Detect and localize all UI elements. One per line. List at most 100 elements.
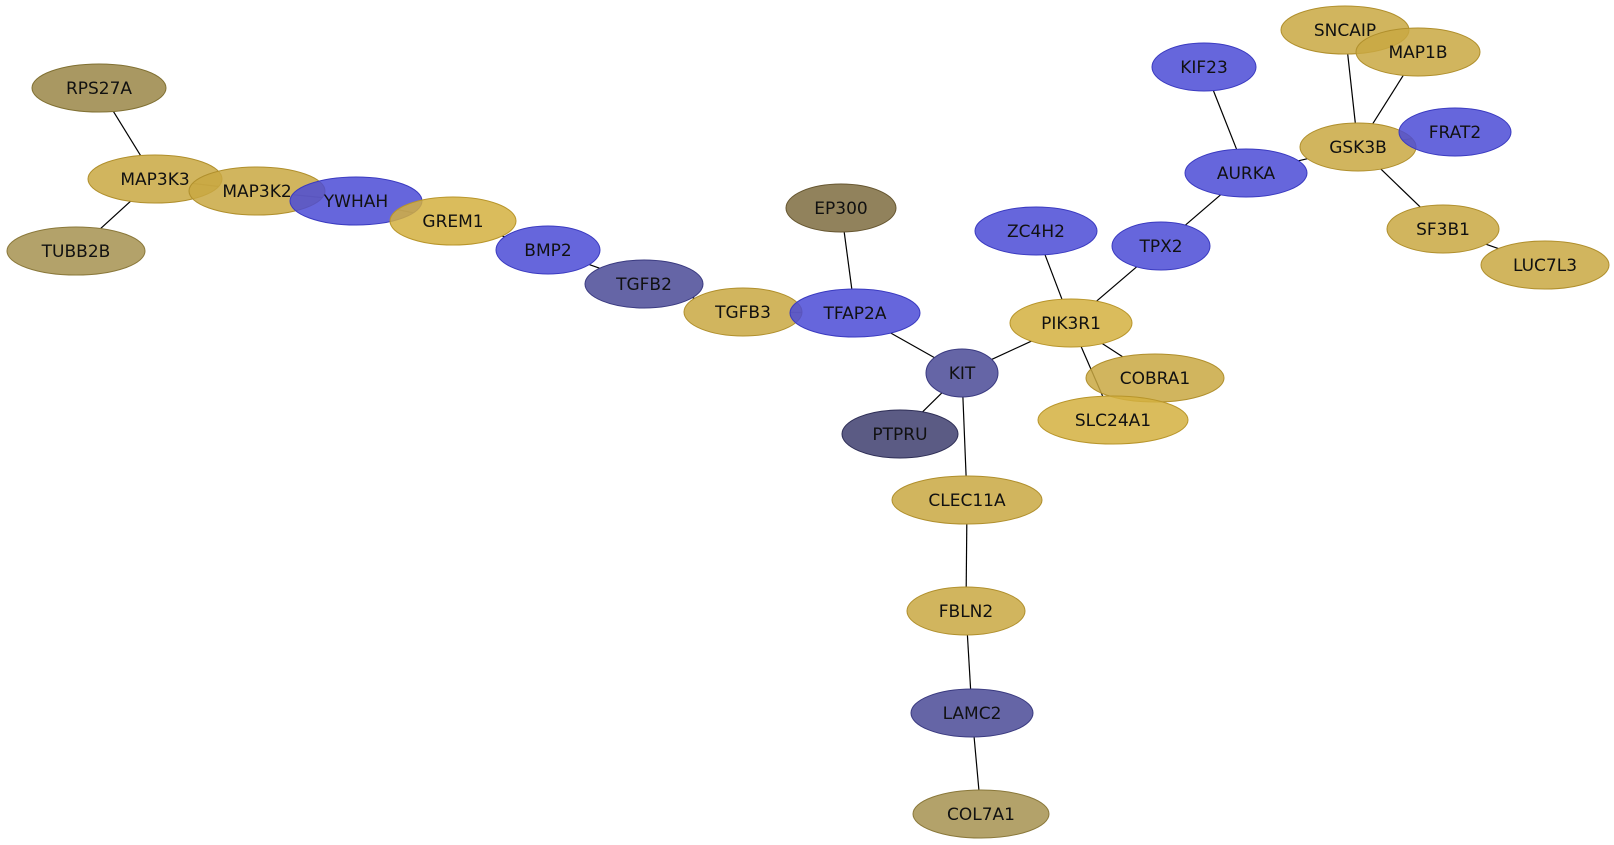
edge-ep300-tfap2a xyxy=(843,231,853,290)
edge-fbln2-lamc2 xyxy=(966,634,972,690)
edge-gsk3b-sf3b1 xyxy=(1380,168,1421,208)
node-shape-lamc2 xyxy=(910,688,1034,738)
node-shape-kit xyxy=(925,348,999,398)
node-tfap2a[interactable]: TFAP2A xyxy=(789,288,921,338)
node-label-map3k2: MAP3K2 xyxy=(222,182,291,202)
edge-zc4h2-pik3r1 xyxy=(1044,254,1063,300)
edge-gsk3b-map1b xyxy=(1372,74,1404,125)
node-fbln2[interactable]: FBLN2 xyxy=(906,586,1026,636)
edge-clec11a-fbln2 xyxy=(965,523,968,588)
node-map1b[interactable]: MAP1B xyxy=(1355,27,1481,77)
node-shape-frat2 xyxy=(1398,107,1512,157)
node-frat2[interactable]: FRAT2 xyxy=(1398,107,1512,157)
node-shape-grem1 xyxy=(389,196,517,246)
node-shape-pik3r1 xyxy=(1009,298,1133,348)
node-shape-tubb2b xyxy=(6,226,146,276)
edge-pik3r1-cobra1 xyxy=(1102,343,1123,358)
node-shape-fbln2 xyxy=(906,586,1026,636)
node-ptpru[interactable]: PTPRU xyxy=(841,409,959,459)
node-label-sf3b1: SF3B1 xyxy=(1416,220,1470,240)
node-label-map1b: MAP1B xyxy=(1388,43,1447,63)
edge-tpx2-aurka xyxy=(1184,194,1221,226)
node-aurka[interactable]: AURKA xyxy=(1184,148,1308,198)
node-col7a1[interactable]: COL7A1 xyxy=(912,789,1050,839)
edge-tfap2a-kit xyxy=(890,332,935,359)
node-ep300[interactable]: EP300 xyxy=(785,183,897,233)
node-label-tpx2: TPX2 xyxy=(1138,237,1182,257)
node-label-ep300: EP300 xyxy=(814,199,867,219)
edge-kit-pik3r1 xyxy=(991,340,1032,360)
node-shape-tpx2 xyxy=(1111,221,1211,271)
node-label-rps27a: RPS27A xyxy=(66,79,132,99)
node-label-aurka: AURKA xyxy=(1217,164,1276,184)
node-shape-kif23 xyxy=(1151,42,1257,92)
node-tubb2b[interactable]: TUBB2B xyxy=(6,226,146,276)
edge-gsk3b-sncaip xyxy=(1347,53,1356,124)
node-label-kif23: KIF23 xyxy=(1180,58,1228,78)
node-shape-rps27a xyxy=(31,63,167,113)
node-shape-clec11a xyxy=(891,475,1043,525)
edge-kit-clec11a xyxy=(962,396,967,477)
node-tpx2[interactable]: TPX2 xyxy=(1111,221,1211,271)
edge-sf3b1-luc7l3 xyxy=(1486,243,1499,250)
node-bmp2[interactable]: BMP2 xyxy=(495,225,601,275)
node-shape-sf3b1 xyxy=(1386,204,1500,254)
node-label-lamc2: LAMC2 xyxy=(943,704,1002,724)
node-kif23[interactable]: KIF23 xyxy=(1151,42,1257,92)
node-label-fbln2: FBLN2 xyxy=(939,602,993,622)
node-label-tgfb3: TGFB3 xyxy=(714,303,771,323)
node-zc4h2[interactable]: ZC4H2 xyxy=(974,206,1098,256)
node-gsk3b[interactable]: GSK3B xyxy=(1299,122,1417,172)
node-label-zc4h2: ZC4H2 xyxy=(1007,222,1065,242)
edge-lamc2-col7a1 xyxy=(973,736,980,791)
node-label-tfap2a: TFAP2A xyxy=(823,304,887,324)
edge-kif23-aurka xyxy=(1212,90,1238,150)
edge-map3k3-tubb2b xyxy=(100,200,131,230)
node-cobra1[interactable]: COBRA1 xyxy=(1085,353,1225,403)
node-shape-luc7l3 xyxy=(1480,240,1610,290)
node-kit[interactable]: KIT xyxy=(925,348,999,398)
node-label-col7a1: COL7A1 xyxy=(947,805,1015,825)
node-shape-tgfb2 xyxy=(584,259,704,309)
node-clec11a[interactable]: CLEC11A xyxy=(891,475,1043,525)
edge-bmp2-tgfb2 xyxy=(589,264,600,269)
node-label-gsk3b: GSK3B xyxy=(1329,138,1387,158)
node-shape-aurka xyxy=(1184,148,1308,198)
edge-pik3r1-tpx2 xyxy=(1096,266,1138,302)
node-slc24a1[interactable]: SLC24A1 xyxy=(1037,395,1189,445)
node-label-bmp2: BMP2 xyxy=(524,241,571,261)
node-rps27a[interactable]: RPS27A xyxy=(31,63,167,113)
node-shape-tfap2a xyxy=(789,288,921,338)
node-label-clec11a: CLEC11A xyxy=(928,491,1006,511)
node-label-cobra1: COBRA1 xyxy=(1120,369,1190,389)
node-tgfb3[interactable]: TGFB3 xyxy=(683,287,803,337)
node-shape-zc4h2 xyxy=(974,206,1098,256)
node-ywhah[interactable]: YWHAH xyxy=(289,176,423,226)
edge-layer xyxy=(100,53,1499,791)
node-label-frat2: FRAT2 xyxy=(1429,123,1481,143)
node-shape-ptpru xyxy=(841,409,959,459)
node-shape-bmp2 xyxy=(495,225,601,275)
node-label-grem1: GREM1 xyxy=(422,212,483,232)
node-grem1[interactable]: GREM1 xyxy=(389,196,517,246)
node-tgfb2[interactable]: TGFB2 xyxy=(584,259,704,309)
node-label-tubb2b: TUBB2B xyxy=(41,242,111,262)
node-luc7l3[interactable]: LUC7L3 xyxy=(1480,240,1610,290)
edge-kit-ptpru xyxy=(922,392,943,413)
node-label-pik3r1: PIK3R1 xyxy=(1041,314,1101,334)
edge-aurka-gsk3b xyxy=(1298,158,1308,162)
node-label-slc24a1: SLC24A1 xyxy=(1075,411,1151,431)
node-label-map3k3: MAP3K3 xyxy=(120,170,189,190)
node-pik3r1[interactable]: PIK3R1 xyxy=(1009,298,1133,348)
node-label-tgfb2: TGFB2 xyxy=(615,275,672,295)
node-sf3b1[interactable]: SF3B1 xyxy=(1386,204,1500,254)
node-label-luc7l3: LUC7L3 xyxy=(1513,256,1577,276)
node-shape-slc24a1 xyxy=(1037,395,1189,445)
node-label-sncaip: SNCAIP xyxy=(1314,21,1376,41)
node-lamc2[interactable]: LAMC2 xyxy=(910,688,1034,738)
node-shape-col7a1 xyxy=(912,789,1050,839)
node-label-ywhah: YWHAH xyxy=(323,192,388,212)
node-shape-map1b xyxy=(1355,27,1481,77)
